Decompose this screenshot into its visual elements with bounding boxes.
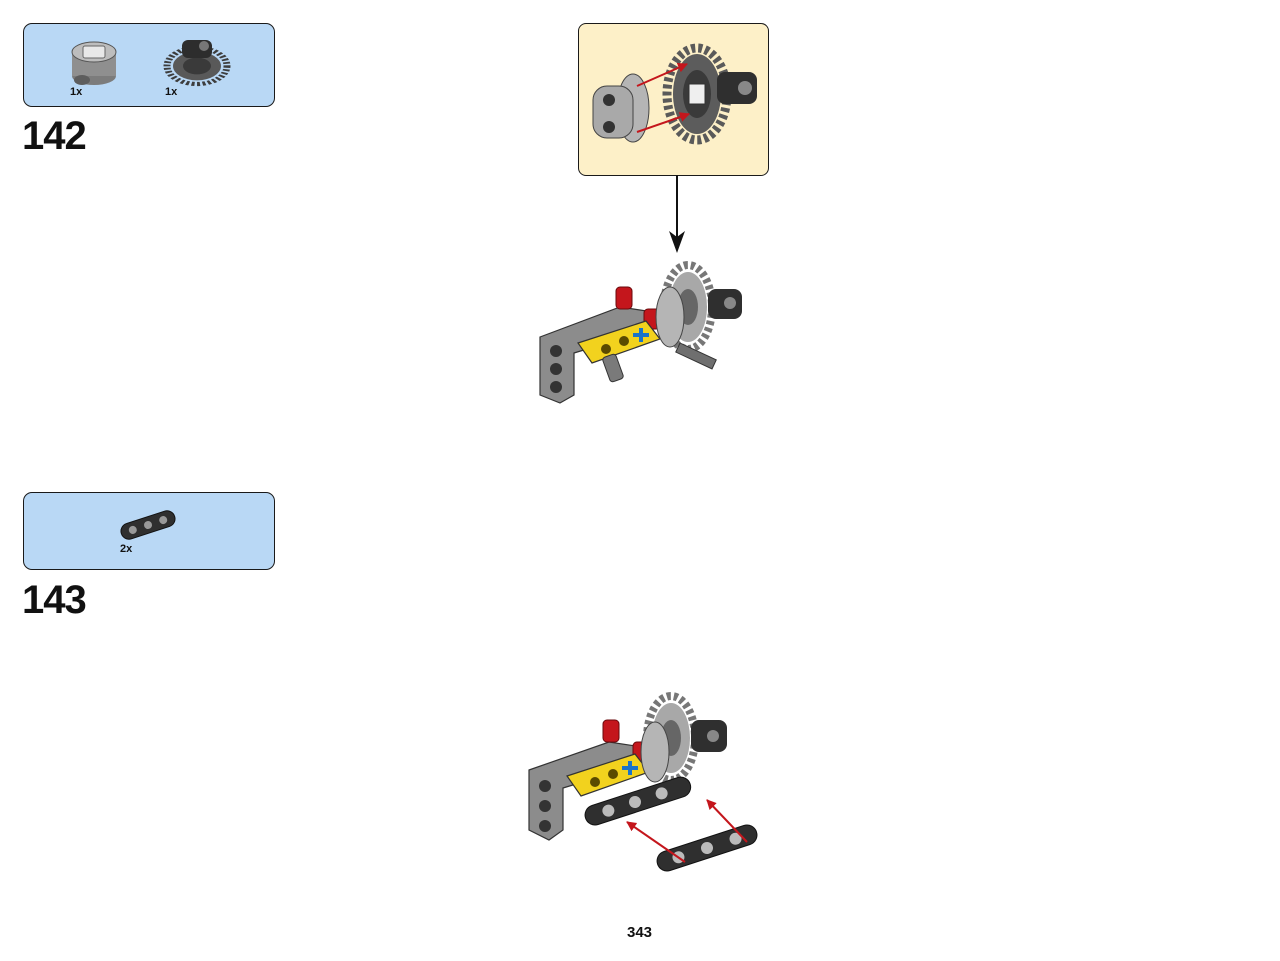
down-arrow-icon bbox=[669, 175, 685, 253]
connector-into-gear-illustration bbox=[592, 43, 757, 145]
parts-list-step-143: 2x bbox=[23, 492, 275, 570]
sub-assembly-callout bbox=[578, 23, 769, 176]
step-number: 143 bbox=[22, 578, 87, 622]
assembly-step-143 bbox=[528, 692, 758, 872]
parts-list-step-142: 1x 1x bbox=[23, 23, 275, 107]
beam-3-dark-part-icon bbox=[120, 510, 176, 540]
page-number: 343 bbox=[627, 924, 653, 941]
round-connector-part-icon bbox=[71, 41, 117, 85]
step-number: 142 bbox=[22, 114, 87, 158]
part-qty: 1x bbox=[165, 86, 178, 98]
assembly-step-142 bbox=[539, 261, 742, 404]
part-qty: 2x bbox=[120, 543, 133, 555]
gear-24-tooth-part-icon bbox=[163, 40, 231, 87]
part-qty: 1x bbox=[70, 86, 83, 98]
